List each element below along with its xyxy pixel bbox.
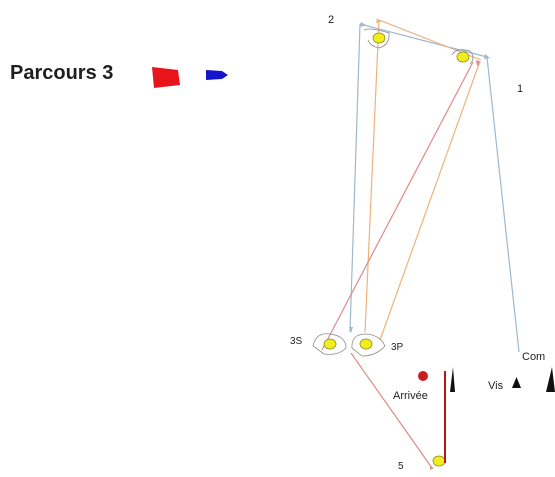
blue-flag-icon xyxy=(206,70,228,80)
mark-1-buoy xyxy=(456,51,470,63)
course-lines-blue xyxy=(349,23,520,353)
committee-boat-icon xyxy=(546,367,555,392)
arrivee-pin-icon xyxy=(450,367,455,392)
mark-1-label: 1 xyxy=(517,83,523,95)
gate-3s-label: 3S xyxy=(290,336,303,347)
mark-5-label: 5 xyxy=(398,461,404,472)
course-title: Parcours 3 xyxy=(10,62,114,84)
mark-2-buoy xyxy=(372,32,386,44)
direction-arrows xyxy=(349,18,490,470)
mark-2-rounding-arc xyxy=(363,28,390,49)
finish-buoy xyxy=(418,371,428,381)
mark-1-rounding-arc xyxy=(451,49,474,65)
committee-label: Com xyxy=(522,351,545,363)
vis-mark-icon xyxy=(512,377,521,388)
mark-2-label: 2 xyxy=(328,14,334,26)
gate-3p-rounding-arc xyxy=(351,333,386,357)
mark-5-buoy xyxy=(432,455,446,467)
gate-3p-label: 3P xyxy=(391,342,404,353)
gate-3s-buoy xyxy=(323,338,337,350)
gate-3p-buoy xyxy=(359,338,373,350)
red-flag-icon xyxy=(152,67,180,88)
arrivee-label: Arrivée xyxy=(393,390,428,402)
gate-3s-rounding-arc xyxy=(312,333,347,355)
vis-label: Vis xyxy=(488,380,504,392)
course-lines-orange xyxy=(364,19,482,341)
course-lines-red xyxy=(321,61,474,469)
